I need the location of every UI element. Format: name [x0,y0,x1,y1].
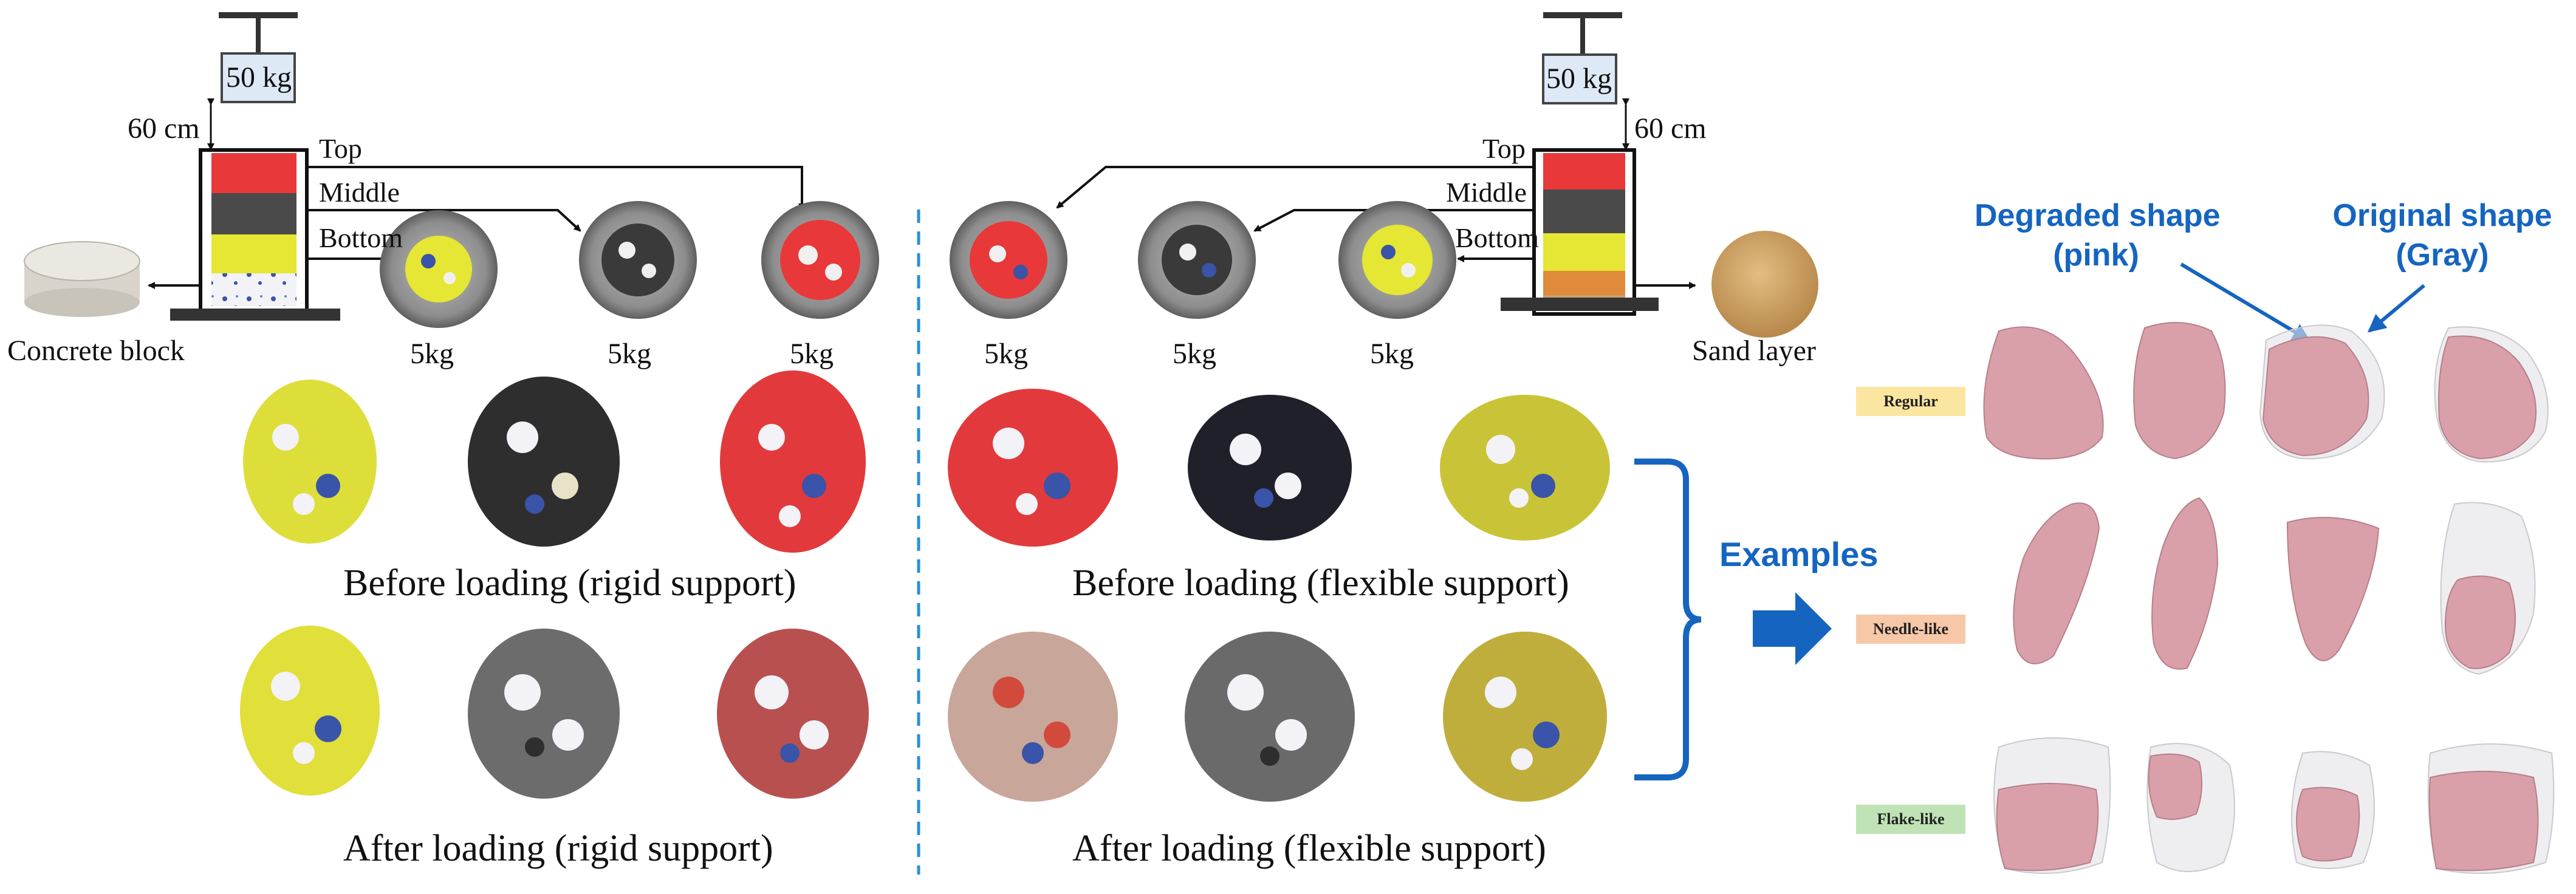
pile-before-rigid-yellow [243,380,377,544]
layer-middle-right [1543,189,1625,233]
layer-bottom-left [211,234,296,273]
left-apparatus [24,12,879,328]
shape-regular-3 [2259,324,2385,460]
pile-after-rigid-yellow [240,626,380,796]
base-label-right: Sand layer [1692,335,1816,367]
shape-needle-1 [2013,502,2100,664]
base-plate-left [170,309,340,321]
pile-after-flexible-red [948,632,1118,802]
bowl-bottom-right [1338,201,1456,319]
mass-label-left-1: 5kg [410,338,454,370]
pile-before-rigid-black [468,377,620,547]
layer-sand-right [1543,271,1625,295]
layer-label-bottom-left: Bottom [319,222,403,253]
pile-before-rigid-red [720,370,866,553]
weight-label-right: 50 kg [1546,63,1612,95]
examples-label: Examples [1719,535,1879,573]
examples-arrow [1753,592,1832,665]
layer-label-bottom-right: Bottom [1455,222,1540,253]
bowl-bottom-left [380,210,498,328]
base-plate-right [1501,298,1659,311]
layer-middle-left [211,193,296,234]
pile-after-flexible-yellow [1443,632,1607,802]
shape-regular-1 [1983,326,2104,460]
shape-needle-4 [2440,502,2536,675]
mass-label-right-2: 5kg [1173,338,1216,370]
shape-needle-3 [2286,517,2380,661]
category-regular: Regular [1856,387,1965,416]
shape-regular-2 [2133,322,2226,460]
layer-top-right [1543,153,1625,189]
pile-before-flexible-red [948,389,1118,547]
pile-before-flexible-black [1188,395,1352,541]
pile-after-rigid-black [468,629,620,799]
shape-flake-2 [2146,743,2235,872]
caption-after-flexible: After loading (flexible support) [1072,828,1546,869]
layer-label-top-left: Top [319,133,362,164]
shape-flake-4 [2427,743,2555,874]
layer-label-middle-right: Middle [1446,177,1527,208]
bowl-top-left [761,201,879,319]
shape-flake-3 [2291,751,2375,869]
drop-height-right: 60 cm [1634,112,1707,145]
grouping-brace [1634,459,1702,780]
original-shape-title: Original shape [2332,198,2552,233]
caption-before-rigid: Before loading (rigid support) [343,562,796,604]
layer-bottom-right [1543,233,1625,271]
mass-label-left-3: 5kg [790,338,834,370]
shape-flake-1 [1993,737,2111,874]
mass-label-left-2: 5kg [608,338,651,370]
pile-before-flexible-yellow [1440,395,1610,541]
caption-before-flexible: Before loading (flexible support) [1072,562,1569,604]
bowl-top-right [950,201,1067,319]
degraded-shape-subtitle: (pink) [2053,237,2139,273]
sand-layer-sample [1711,231,1818,338]
layer-top-left [211,153,296,193]
category-flake-like: Flake-like [1856,805,1965,834]
layer-label-middle-left: Middle [319,177,400,208]
bowl-middle-left [579,201,697,319]
weight-box-right [1542,53,1617,104]
pile-after-rigid-red [717,629,869,799]
layer-base-left [211,273,296,306]
right-apparatus [950,12,1818,338]
layer-label-top-right: Top [1482,133,1526,164]
mass-label-right-1: 5kg [984,338,1028,370]
shape-regular-4 [2434,326,2549,463]
original-shape-subtitle: (Gray) [2396,237,2489,273]
degraded-shape-title: Degraded shape [1975,198,2221,233]
caption-after-rigid: After loading (rigid support) [343,828,773,869]
base-label-left: Concrete block [7,335,185,367]
concrete-block [24,241,140,317]
weight-label-left: 50 kg [226,61,292,94]
bowl-middle-right [1138,201,1256,319]
category-needle-like: Needle-like [1856,615,1965,644]
drop-height-left: 60 cm [128,112,200,145]
weight-box-left [221,52,296,103]
shape-needle-2 [2151,497,2219,670]
pile-after-flexible-black [1185,632,1355,802]
mass-label-right-3: 5kg [1370,338,1414,370]
